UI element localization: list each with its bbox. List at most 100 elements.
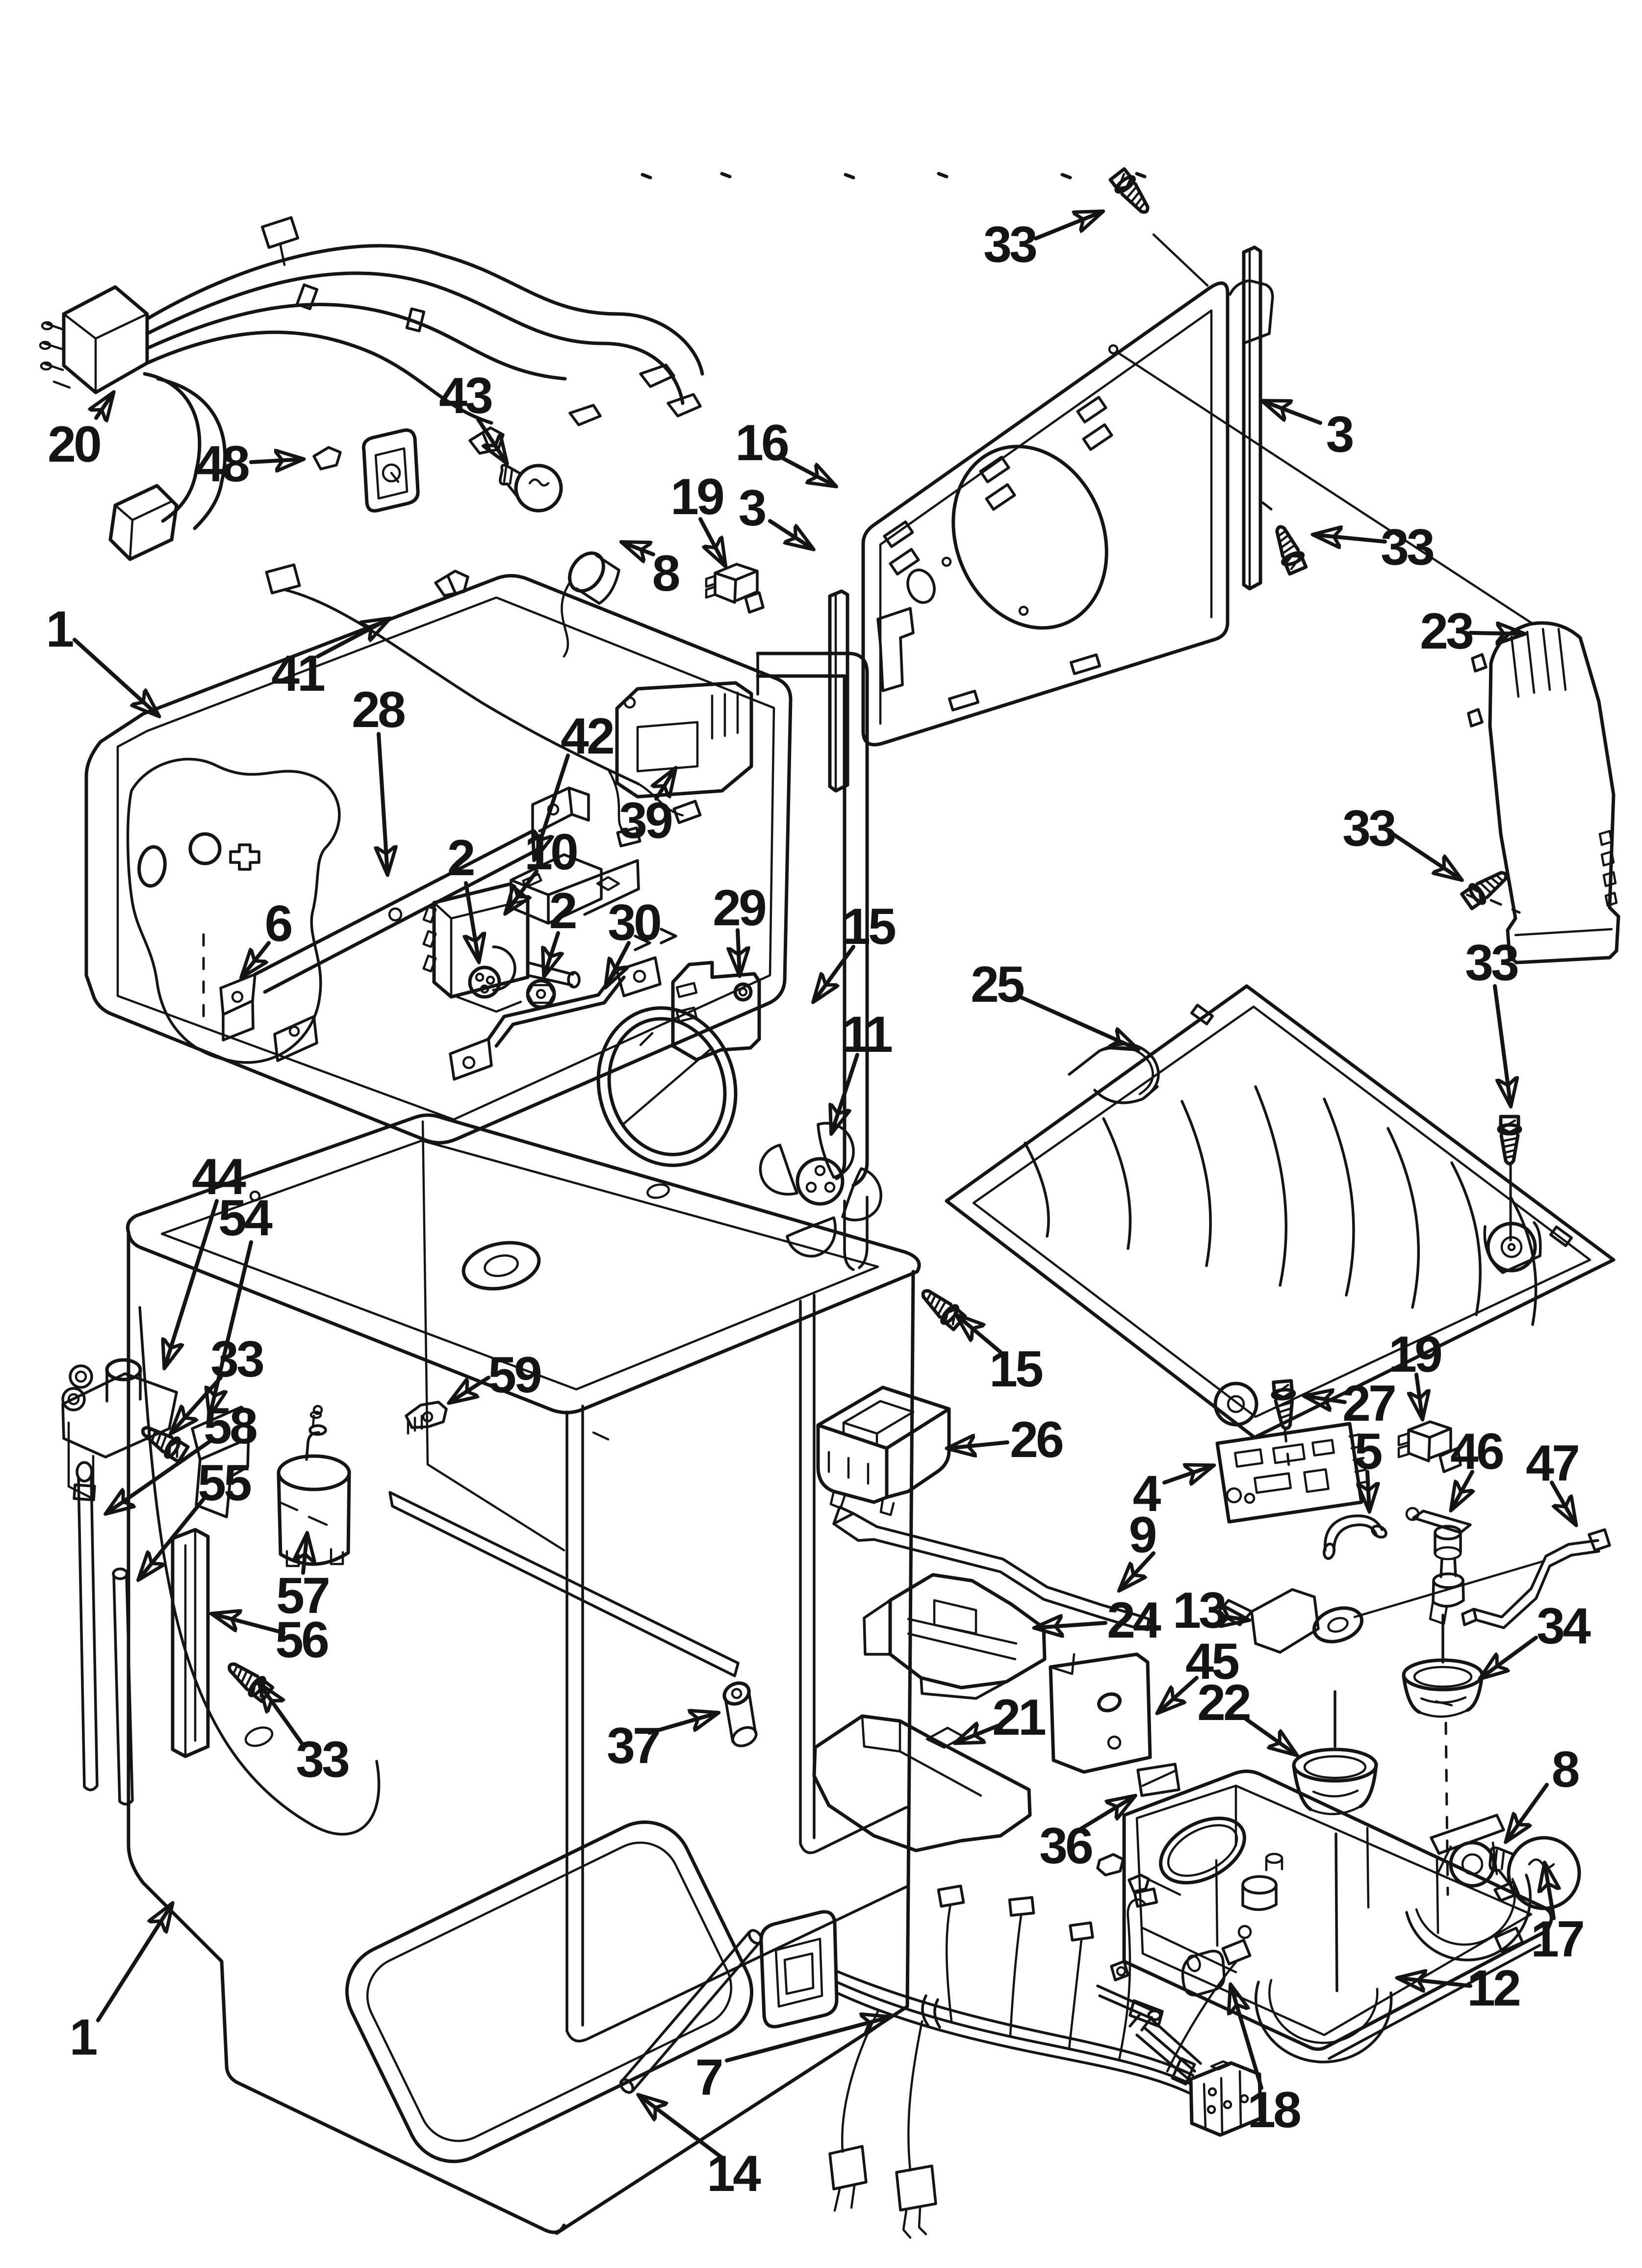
callout-arrow [957, 1316, 1002, 1354]
defrost-switch-box [759, 1910, 839, 2029]
callout-4: 4 [1133, 1465, 1161, 1522]
callout-8: 8 [652, 545, 679, 602]
callout-33: 33 [1342, 800, 1395, 857]
callout-arrow [96, 1904, 172, 2022]
callout-18: 18 [1247, 2082, 1300, 2138]
callout-33: 33 [210, 1331, 263, 1388]
drain-tube-58 [73, 1461, 99, 1792]
callout-arrow [1240, 1714, 1296, 1754]
fan-blade-11 [759, 1121, 882, 1258]
light-bulb [1488, 1836, 1581, 1910]
drain-hose-5 [1322, 1514, 1387, 1560]
callout-arrow [623, 543, 655, 554]
callout-1: 1 [70, 2009, 97, 2066]
bracket-47 [1461, 1528, 1611, 1629]
callout-arrow [213, 1614, 285, 1635]
callout-arrow [1545, 1864, 1554, 1920]
callout-arrow [466, 881, 479, 961]
tape-flap-54 [191, 1406, 251, 1518]
callout-arrow [316, 619, 388, 658]
callout-leader [1283, 1429, 1291, 1476]
lamp-cover-39 [615, 681, 753, 799]
liner-bottom-section [61, 1113, 921, 2235]
callout-42: 42 [561, 708, 613, 765]
callout-43: 43 [439, 367, 492, 424]
overload-relay-19 [1397, 1420, 1462, 1473]
callout-arrow [1481, 1636, 1538, 1678]
control-board-4 [1215, 1422, 1369, 1524]
defrost-pan-12 [1096, 1770, 1581, 2137]
callout-1: 1 [46, 601, 73, 658]
callout-arrow [210, 1240, 253, 1415]
callout-56: 56 [275, 1612, 328, 1668]
callout-arrow [656, 769, 675, 801]
callout-arrow [96, 393, 113, 418]
callout-54: 54 [218, 1190, 273, 1247]
wiring-harness-bottom [619, 1884, 1252, 2239]
callout-arrow [1162, 1466, 1212, 1483]
callout-arrow [544, 931, 558, 975]
callout-arrow [725, 2017, 889, 2062]
callout-5: 5 [1355, 1423, 1382, 1480]
channel-56 [171, 1528, 210, 1758]
foam-dam-outline [126, 757, 341, 1064]
defrost-wire-41 [265, 563, 702, 848]
cover-plate-45 [1049, 1652, 1152, 1774]
foam-dam-lower [138, 1306, 381, 1836]
callout-arrow [647, 1713, 717, 1735]
callout-59: 59 [488, 1347, 540, 1404]
callout-58: 58 [204, 1398, 257, 1455]
callout-27: 27 [1342, 1375, 1395, 1432]
callout-arrow [640, 2096, 724, 2160]
callout-arrow [242, 941, 271, 976]
alignment-chevrons [634, 928, 677, 951]
grommet-2-right [526, 979, 556, 1009]
light-bulb-43 [499, 464, 563, 513]
callout-7: 7 [695, 2049, 722, 2106]
callout-57: 57 [276, 1567, 329, 1624]
lamp-socket-8-top [561, 551, 620, 658]
shield-strip-9 [832, 1506, 1150, 1631]
callout-arrow [303, 1535, 307, 1575]
plug-37 [722, 1681, 758, 1747]
callout-16: 16 [735, 415, 788, 471]
callout-arrow [949, 1442, 1009, 1448]
callout-arrow [260, 1685, 306, 1748]
callout-arrow [506, 869, 539, 912]
bracket-29 [671, 961, 761, 1062]
screw-33-left-upper [137, 1420, 189, 1463]
callout-arrow [1507, 1783, 1549, 1841]
leader-screw-to-panel [1152, 233, 1209, 287]
clip-59 [405, 1401, 448, 1435]
check-valve-46 [1405, 1507, 1472, 1625]
fan-orifice-ring [596, 1006, 738, 1167]
callout-arrow [107, 1439, 212, 1513]
callout-arrow [814, 945, 855, 1001]
defrost-lamp-18 [1181, 1859, 1226, 1997]
callout-15: 15 [989, 1341, 1042, 1398]
callout-arrow [165, 1199, 219, 1367]
screw-33-right [1269, 523, 1308, 575]
callout-arrow [738, 928, 740, 974]
callout-37: 37 [607, 1718, 659, 1774]
bracket-28 [219, 786, 590, 1062]
harness-connector [1135, 2019, 1262, 2137]
callout-arrow [1468, 633, 1523, 634]
callout-arrow [1018, 995, 1137, 1049]
screw-33-top [1109, 168, 1155, 218]
callout-3: 3 [739, 480, 766, 537]
callout-10: 10 [524, 824, 577, 881]
callout-arrow [606, 941, 631, 986]
callout-arrow [1314, 535, 1387, 542]
callout-arrow [1120, 1551, 1155, 1590]
callout-arrow [779, 455, 835, 486]
callout-47: 47 [1526, 1435, 1578, 1492]
callout-26: 26 [1010, 1411, 1063, 1468]
tape-strip [388, 1491, 740, 1677]
drain-tube-55 [112, 1567, 134, 1806]
callout-arrow [1263, 401, 1322, 425]
back-panel-16 [828, 168, 1535, 793]
callout-arrow [535, 754, 570, 859]
callout-44: 44 [192, 1148, 246, 1205]
callout-41: 41 [271, 645, 324, 702]
